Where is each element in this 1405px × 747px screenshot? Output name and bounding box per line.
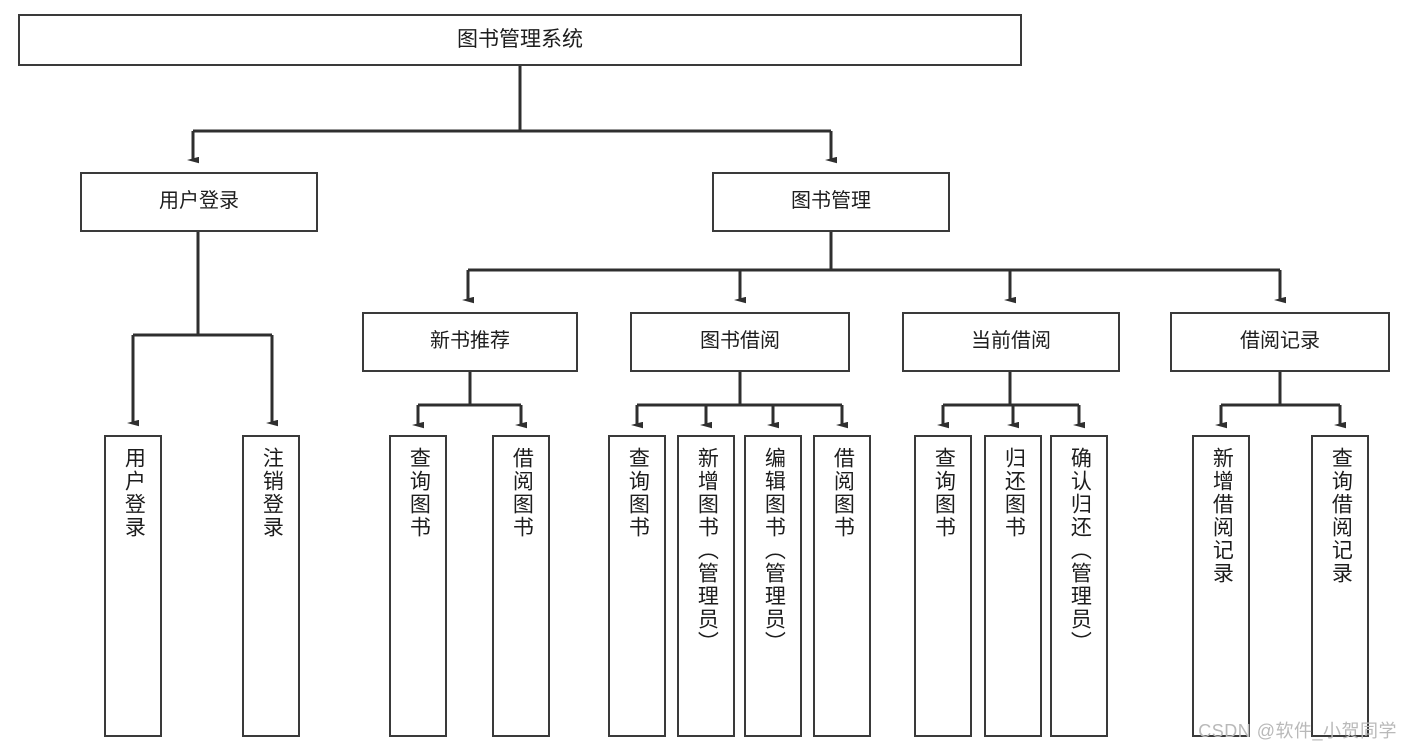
leaf-label: 查询借阅记录: [1329, 447, 1353, 585]
leaf-label: 新增图书（管理员）: [695, 447, 719, 654]
leaf-borrow-record-query[interactable]: 查询借阅记录: [1311, 435, 1369, 737]
node-book-borrow[interactable]: 图书借阅: [630, 312, 850, 372]
leaf-current-borrow-return[interactable]: 归还图书: [984, 435, 1042, 737]
node-new-book-recommend[interactable]: 新书推荐: [362, 312, 578, 372]
leaf-label: 借阅图书: [510, 447, 534, 539]
node-new-book-recommend-label: 新书推荐: [430, 330, 510, 353]
leaf-user-login-signin[interactable]: 用户登录: [104, 435, 162, 737]
leaf-label: 查询图书: [626, 447, 650, 539]
leaf-label: 用户登录: [122, 447, 146, 539]
node-book-borrow-label: 图书借阅: [700, 330, 780, 353]
leaf-label: 新增借阅记录: [1210, 447, 1234, 585]
leaf-book-borrow-add[interactable]: 新增图书（管理员）: [677, 435, 735, 737]
leaf-label: 归还图书: [1002, 447, 1026, 539]
node-book-manage[interactable]: 图书管理: [712, 172, 950, 232]
node-user-login-label: 用户登录: [159, 190, 239, 213]
csdn-watermark: CSDN @软件_小贺同学: [1198, 721, 1397, 741]
leaf-label: 注销登录: [260, 447, 284, 539]
leaf-label: 查询图书: [932, 447, 956, 539]
leaf-label: 编辑图书（管理员）: [762, 447, 786, 654]
node-book-manage-label: 图书管理: [791, 190, 871, 213]
node-current-borrow-label: 当前借阅: [971, 330, 1051, 353]
leaf-book-borrow-borrow[interactable]: 借阅图书: [813, 435, 871, 737]
leaf-current-borrow-query[interactable]: 查询图书: [914, 435, 972, 737]
leaf-user-login-signout[interactable]: 注销登录: [242, 435, 300, 737]
leaf-new-book-query[interactable]: 查询图书: [389, 435, 447, 737]
node-root-system[interactable]: 图书管理系统: [18, 14, 1022, 66]
leaf-book-borrow-edit[interactable]: 编辑图书（管理员）: [744, 435, 802, 737]
node-root-label: 图书管理系统: [457, 27, 583, 51]
leaf-book-borrow-query[interactable]: 查询图书: [608, 435, 666, 737]
leaf-borrow-record-add[interactable]: 新增借阅记录: [1192, 435, 1250, 737]
node-current-borrow[interactable]: 当前借阅: [902, 312, 1120, 372]
leaf-new-book-borrow[interactable]: 借阅图书: [492, 435, 550, 737]
leaf-label: 确认归还（管理员）: [1068, 447, 1092, 654]
leaf-label: 借阅图书: [831, 447, 855, 539]
node-borrow-record-label: 借阅记录: [1240, 330, 1320, 353]
node-user-login[interactable]: 用户登录: [80, 172, 318, 232]
leaf-current-borrow-confirm-return[interactable]: 确认归还（管理员）: [1050, 435, 1108, 737]
node-borrow-record[interactable]: 借阅记录: [1170, 312, 1390, 372]
leaf-label: 查询图书: [407, 447, 431, 539]
